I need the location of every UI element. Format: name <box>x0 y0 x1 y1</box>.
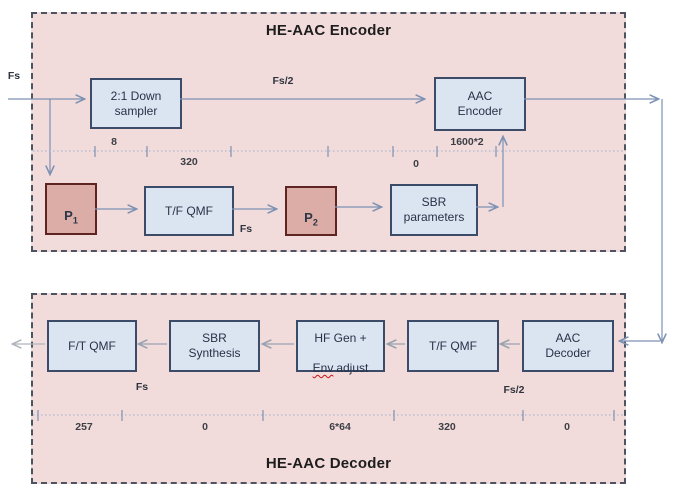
decoder-title: HE-AAC Decoder <box>265 455 392 472</box>
ruler-label-0-decoder-left: 0 <box>202 421 208 433</box>
ruler-label-1600x2: 1600*2 <box>450 136 484 148</box>
ruler-label-6x64: 6*64 <box>329 421 351 433</box>
block-aac-encoder: AAC Encoder <box>434 77 526 131</box>
ruler-label-8: 8 <box>111 136 117 148</box>
hf-gen-adjust: adjust <box>336 361 369 375</box>
block-sbr-synthesis: SBR Synthesis <box>169 320 260 372</box>
p1-label: P <box>64 207 73 223</box>
block-tf-qmf-decoder: T/F QMF <box>407 320 499 372</box>
hf-gen-env: Env <box>312 361 334 375</box>
ruler-label-257: 257 <box>75 421 93 433</box>
label-fs-input: Fs <box>7 70 21 82</box>
encoder-title: HE-AAC Encoder <box>265 22 392 39</box>
label-fs-encoder-qmf: Fs <box>239 223 253 235</box>
ruler-label-320-encoder: 320 <box>180 156 198 168</box>
ruler-label-0-encoder: 0 <box>413 158 419 170</box>
ruler-label-0-decoder-right: 0 <box>564 421 570 433</box>
ruler-label-320-decoder: 320 <box>438 421 456 433</box>
block-downsampler: 2:1 Down sampler <box>90 78 182 129</box>
p2-label: P <box>304 209 313 225</box>
p1-subscript: 1 <box>72 215 78 226</box>
block-ft-qmf: F/T QMF <box>47 320 137 372</box>
block-aac-decoder: AAC Decoder <box>522 320 614 372</box>
label-fs-half-encoder: Fs/2 <box>272 75 294 87</box>
p2-subscript: 2 <box>312 217 318 228</box>
block-tf-qmf-encoder: T/F QMF <box>144 186 234 236</box>
block-p1: P1 <box>45 183 97 235</box>
label-fs-half-decoder: Fs/2 <box>503 384 525 396</box>
encoder-group: HE-AAC Encoder 2:1 Down sampler AAC Enco… <box>31 12 626 252</box>
label-fs-decoder: Fs <box>135 381 149 393</box>
block-sbr-parameters: SBR parameters <box>390 184 478 236</box>
hf-gen-line1: HF Gen + <box>314 331 367 345</box>
block-p2: P2 <box>285 186 337 236</box>
